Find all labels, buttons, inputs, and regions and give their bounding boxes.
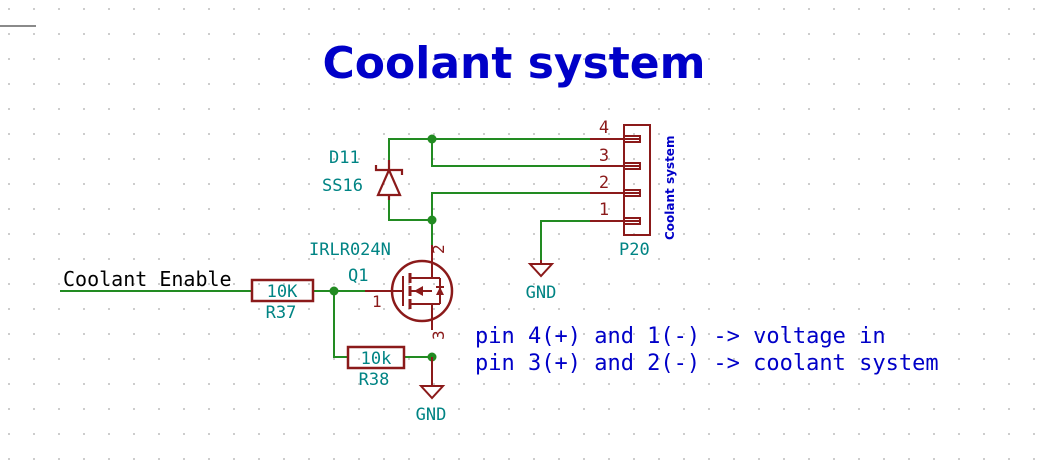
gnd-label-left: GND bbox=[416, 405, 447, 425]
p20-pin-4: 4 bbox=[599, 118, 609, 138]
resistor-icon bbox=[250, 278, 315, 303]
page-title: Coolant system bbox=[323, 38, 706, 89]
q1-pin-drain: 2 bbox=[429, 244, 448, 254]
body-diode-triangle bbox=[436, 287, 444, 295]
resistor-r38: 10k R38 bbox=[346, 345, 406, 390]
r38-value: 10k bbox=[361, 349, 392, 369]
note-line-2: pin 3(+) and 2(-) -> coolant system bbox=[475, 351, 939, 376]
mosfet-q1: IRLR024N Q1 1 2 3 bbox=[309, 240, 454, 340]
wire-pin3 bbox=[431, 139, 618, 167]
q1-value: IRLR024N bbox=[309, 240, 391, 260]
p20-pin-2: 2 bbox=[599, 173, 609, 193]
ground-icon bbox=[527, 260, 555, 278]
junction-dot bbox=[427, 134, 437, 144]
p20-ref: P20 bbox=[619, 240, 650, 260]
wire-gate-r38 bbox=[333, 291, 348, 358]
r37-ref: R37 bbox=[266, 303, 297, 323]
d11-value: SS16 bbox=[322, 176, 363, 196]
r37-value: 10K bbox=[267, 282, 298, 302]
d11-ref: D11 bbox=[329, 148, 360, 168]
junction-dot bbox=[329, 286, 339, 296]
q1-pin-source: 3 bbox=[429, 330, 448, 340]
resistor-icon bbox=[346, 345, 406, 370]
wire-d11-anode bbox=[388, 200, 432, 221]
ground-icon bbox=[418, 357, 446, 400]
p20-pin-1: 1 bbox=[599, 200, 609, 220]
gnd-label-right: GND bbox=[526, 283, 557, 303]
schottky-diode-icon bbox=[374, 160, 404, 200]
wires bbox=[60, 138, 618, 358]
p20-pin-3: 3 bbox=[599, 146, 609, 166]
connector-pins bbox=[590, 135, 641, 225]
q1-ref: Q1 bbox=[348, 266, 368, 286]
resistor-r37: 10K R37 bbox=[250, 278, 315, 323]
net-label-coolant-enable: Coolant Enable bbox=[63, 267, 232, 291]
mosfet-arrow bbox=[414, 286, 423, 296]
junction-dot bbox=[427, 215, 437, 225]
gnd-symbol-right: GND bbox=[526, 260, 557, 303]
wire-pin2 bbox=[431, 192, 618, 245]
r38-ref: R38 bbox=[359, 370, 390, 390]
note-line-1: pin 4(+) and 1(-) -> voltage in bbox=[475, 324, 886, 349]
p20-value: Coolant system bbox=[663, 136, 677, 240]
connector-icon bbox=[623, 124, 651, 236]
wire-pin4 bbox=[388, 138, 618, 160]
connector-p20: 4 3 2 1 Coolant system P20 bbox=[590, 118, 677, 260]
gnd-symbol-left: GND bbox=[416, 357, 447, 425]
diode-d11: D11 SS16 bbox=[322, 148, 404, 200]
q1-pin-gate: 1 bbox=[372, 292, 382, 311]
